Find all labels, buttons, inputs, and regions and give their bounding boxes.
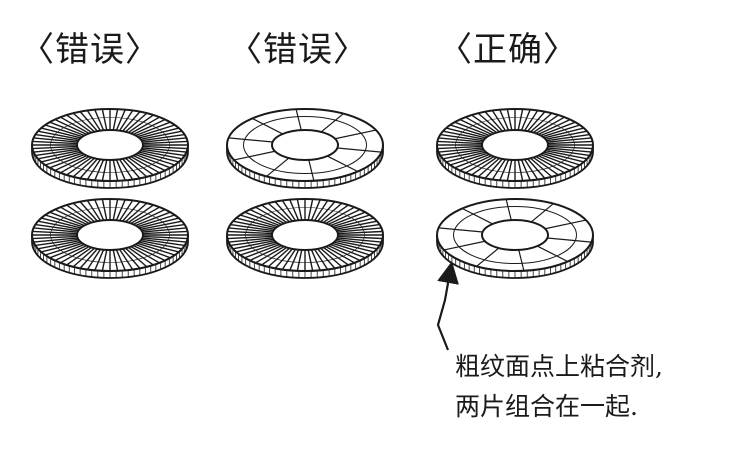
washer-middle-bottom bbox=[226, 198, 384, 279]
label-correct-right: 〈正确〉 bbox=[438, 30, 578, 70]
pointer-arrow bbox=[436, 261, 459, 351]
label-wrong-left: 〈错误〉 bbox=[20, 30, 160, 70]
instruction-line-2: 两片组合在一起. bbox=[455, 392, 638, 421]
washer-middle-top bbox=[226, 108, 384, 189]
washer-left-top bbox=[31, 108, 189, 189]
label-wrong-middle: 〈错误〉 bbox=[228, 30, 368, 70]
washer-right-top bbox=[436, 108, 594, 189]
instruction-line-1: 粗纹面点上粘合剂, bbox=[455, 352, 663, 381]
washer-left-bottom bbox=[31, 198, 189, 279]
washer-right-bottom bbox=[436, 198, 594, 279]
